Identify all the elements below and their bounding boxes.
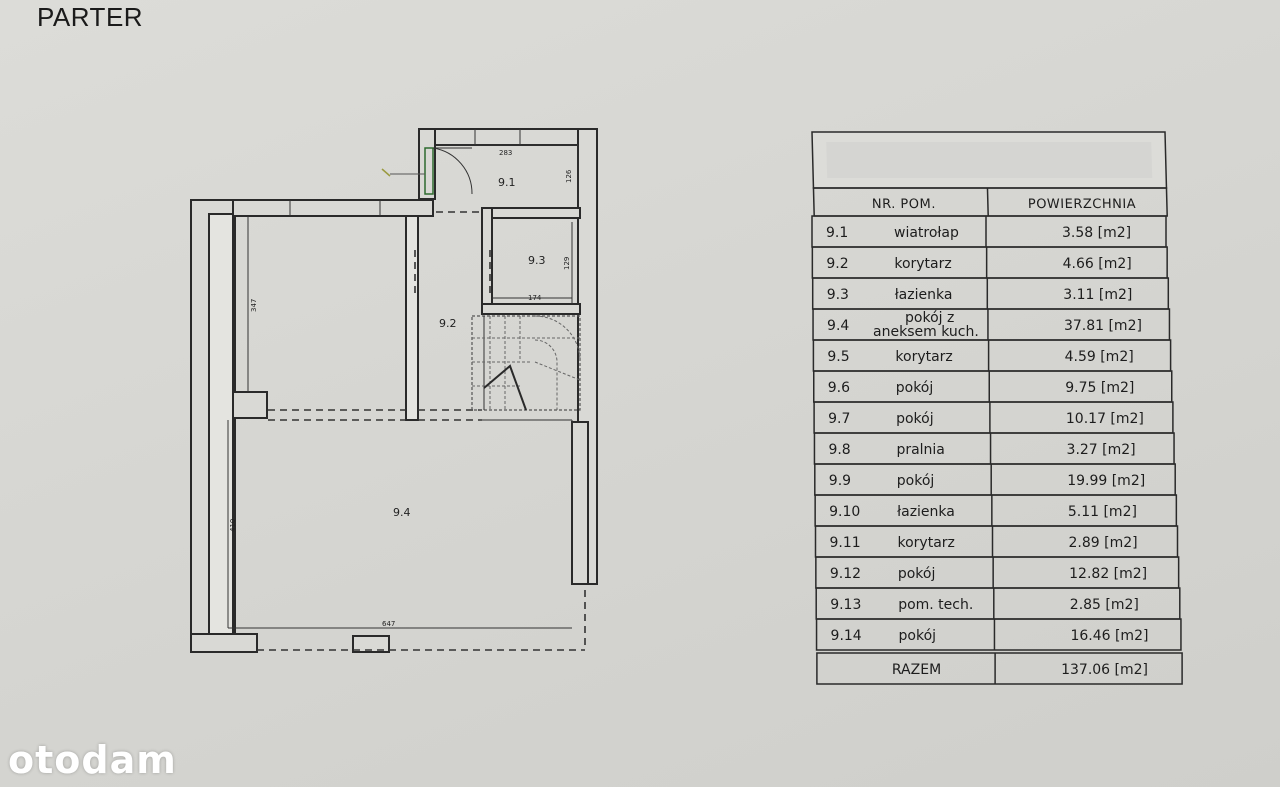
room-name: wiatrołap [894, 225, 959, 241]
wall-stub-left [232, 391, 268, 419]
wall-bottom-mid [352, 635, 390, 653]
dimension-labels: 283 126 129 174 347 410 647 [229, 149, 573, 628]
watermark-logo: otodam [8, 738, 177, 782]
row-border [815, 618, 1182, 651]
room-area: 4.66 [m2] [1063, 256, 1132, 272]
interior-lines [227, 144, 579, 628]
room-name: pokój [896, 411, 934, 427]
room-number: 9.13 [830, 597, 861, 613]
room-number: 9.10 [829, 504, 860, 520]
row-border [816, 652, 1183, 685]
staircase [471, 315, 581, 411]
wall-vestibule-left [418, 128, 436, 200]
room-label: 9.2 [439, 317, 457, 330]
room-area: 12.82 [m2] [1069, 566, 1147, 582]
table-row: 9.12 pokój 12.82 [m2] [815, 556, 1180, 589]
wall-top-left [232, 199, 434, 217]
table-row: 9.6 pokój 9.75 [m2] [813, 370, 1173, 403]
room-area: 3.58 [m2] [1062, 225, 1131, 241]
wall-bottom-left [190, 633, 258, 653]
room-name: pokój [896, 380, 934, 396]
room-name: pralnia [896, 442, 944, 458]
room-name: pokój [897, 473, 935, 489]
entrance-door [381, 147, 473, 195]
room-name: korytarz [898, 535, 955, 551]
room-label: 9.1 [498, 176, 516, 189]
floor-plan: 9.1 9.3 9.2 9.4 283 126 129 174 347 410 … [190, 128, 598, 653]
room-name: łazienka [897, 504, 955, 520]
table-row: 9.1 wiatrołap 3.58 [m2] [811, 215, 1167, 248]
column-header-number: NR. POM. [872, 197, 936, 212]
room-area: 5.11 [m2] [1068, 504, 1137, 520]
total-label: RAZEM [892, 662, 941, 678]
room-number: 9.3 [827, 287, 849, 303]
room-name: korytarz [895, 349, 952, 365]
room-number: 9.5 [827, 349, 849, 365]
room-number: 9.4 [827, 318, 849, 334]
room-number: 9.9 [829, 473, 851, 489]
room-number: 9.6 [828, 380, 850, 396]
room-name: pokój [899, 628, 937, 644]
room-area: 16.46 [m2] [1070, 628, 1148, 644]
room-name: pom. tech. [898, 597, 973, 613]
room-area: 3.27 [m2] [1067, 442, 1136, 458]
redacted-area [826, 142, 1153, 178]
room-name: pokój [898, 566, 936, 582]
table-row: 9.8 pralnia 3.27 [m2] [813, 432, 1175, 465]
total-value: 137.06 [m2] [1061, 662, 1148, 678]
dimension-label: 347 [250, 299, 258, 312]
wall-left-inner [208, 213, 234, 635]
dimension-label: 174 [528, 294, 542, 302]
wall-bath-bottom [481, 303, 581, 315]
room-area: 19.99 [m2] [1067, 473, 1145, 489]
table-row: 9.13 pom. tech. 2.85 [m2] [815, 587, 1181, 620]
room-number: 9.11 [830, 535, 861, 551]
room-number: 9.2 [826, 256, 848, 272]
wall-right-lower [571, 421, 589, 585]
room-area: 4.59 [m2] [1065, 349, 1134, 365]
dimension-label: 410 [229, 519, 237, 532]
table-row: 9.11 korytarz 2.89 [m2] [814, 525, 1179, 558]
room-area: 3.11 [m2] [1063, 287, 1132, 303]
dimension-label: 129 [563, 257, 571, 270]
total-row: RAZEM 137.06 [m2] [816, 652, 1183, 685]
dimension-label: 647 [382, 620, 395, 628]
table-row: 9.10 łazienka 5.11 [m2] [814, 494, 1178, 527]
room-name: korytarz [894, 256, 951, 272]
table-body: 9.1 wiatrołap 3.58 [m2] 9.2 korytarz 4.66 [m2… [811, 215, 1183, 685]
windows [289, 129, 521, 216]
column-header-area: POWIERZCHNIA [1028, 197, 1137, 212]
room-area: 2.85 [m2] [1070, 597, 1139, 613]
room-label: 9.4 [393, 506, 411, 519]
page-title: PARTER [37, 2, 144, 32]
room-area: 37.81 [m2] [1064, 318, 1142, 334]
table-row: 9.2 korytarz 4.66 [m2] [811, 246, 1168, 279]
room-area: 10.17 [m2] [1066, 411, 1144, 427]
room-labels: 9.1 9.3 9.2 9.4 [393, 176, 546, 519]
dimension-label: 283 [499, 149, 512, 157]
room-area: 9.75 [m2] [1065, 380, 1134, 396]
room-number: 9.14 [831, 628, 862, 644]
openings [228, 211, 586, 651]
table-row: 9.5 korytarz 4.59 [m2] [812, 339, 1172, 372]
table-row: 9.14 pokój 16.46 [m2] [815, 618, 1182, 651]
room-label: 9.3 [528, 254, 546, 267]
dimension-label: 126 [565, 169, 573, 183]
room-number: 9.7 [828, 411, 850, 427]
room-area: 2.89 [m2] [1069, 535, 1138, 551]
table-row: 9.3 łazienka 3.11 [m2] [811, 277, 1170, 310]
room-number: 9.12 [830, 566, 861, 582]
room-name: łazienka [895, 287, 953, 303]
table-row: 9.9 pokój 19.99 [m2] [814, 463, 1176, 496]
table-row: 9.7 pokój 10.17 [m2] [813, 401, 1174, 434]
room-number: 9.8 [828, 442, 850, 458]
room-number: 9.1 [826, 225, 848, 241]
